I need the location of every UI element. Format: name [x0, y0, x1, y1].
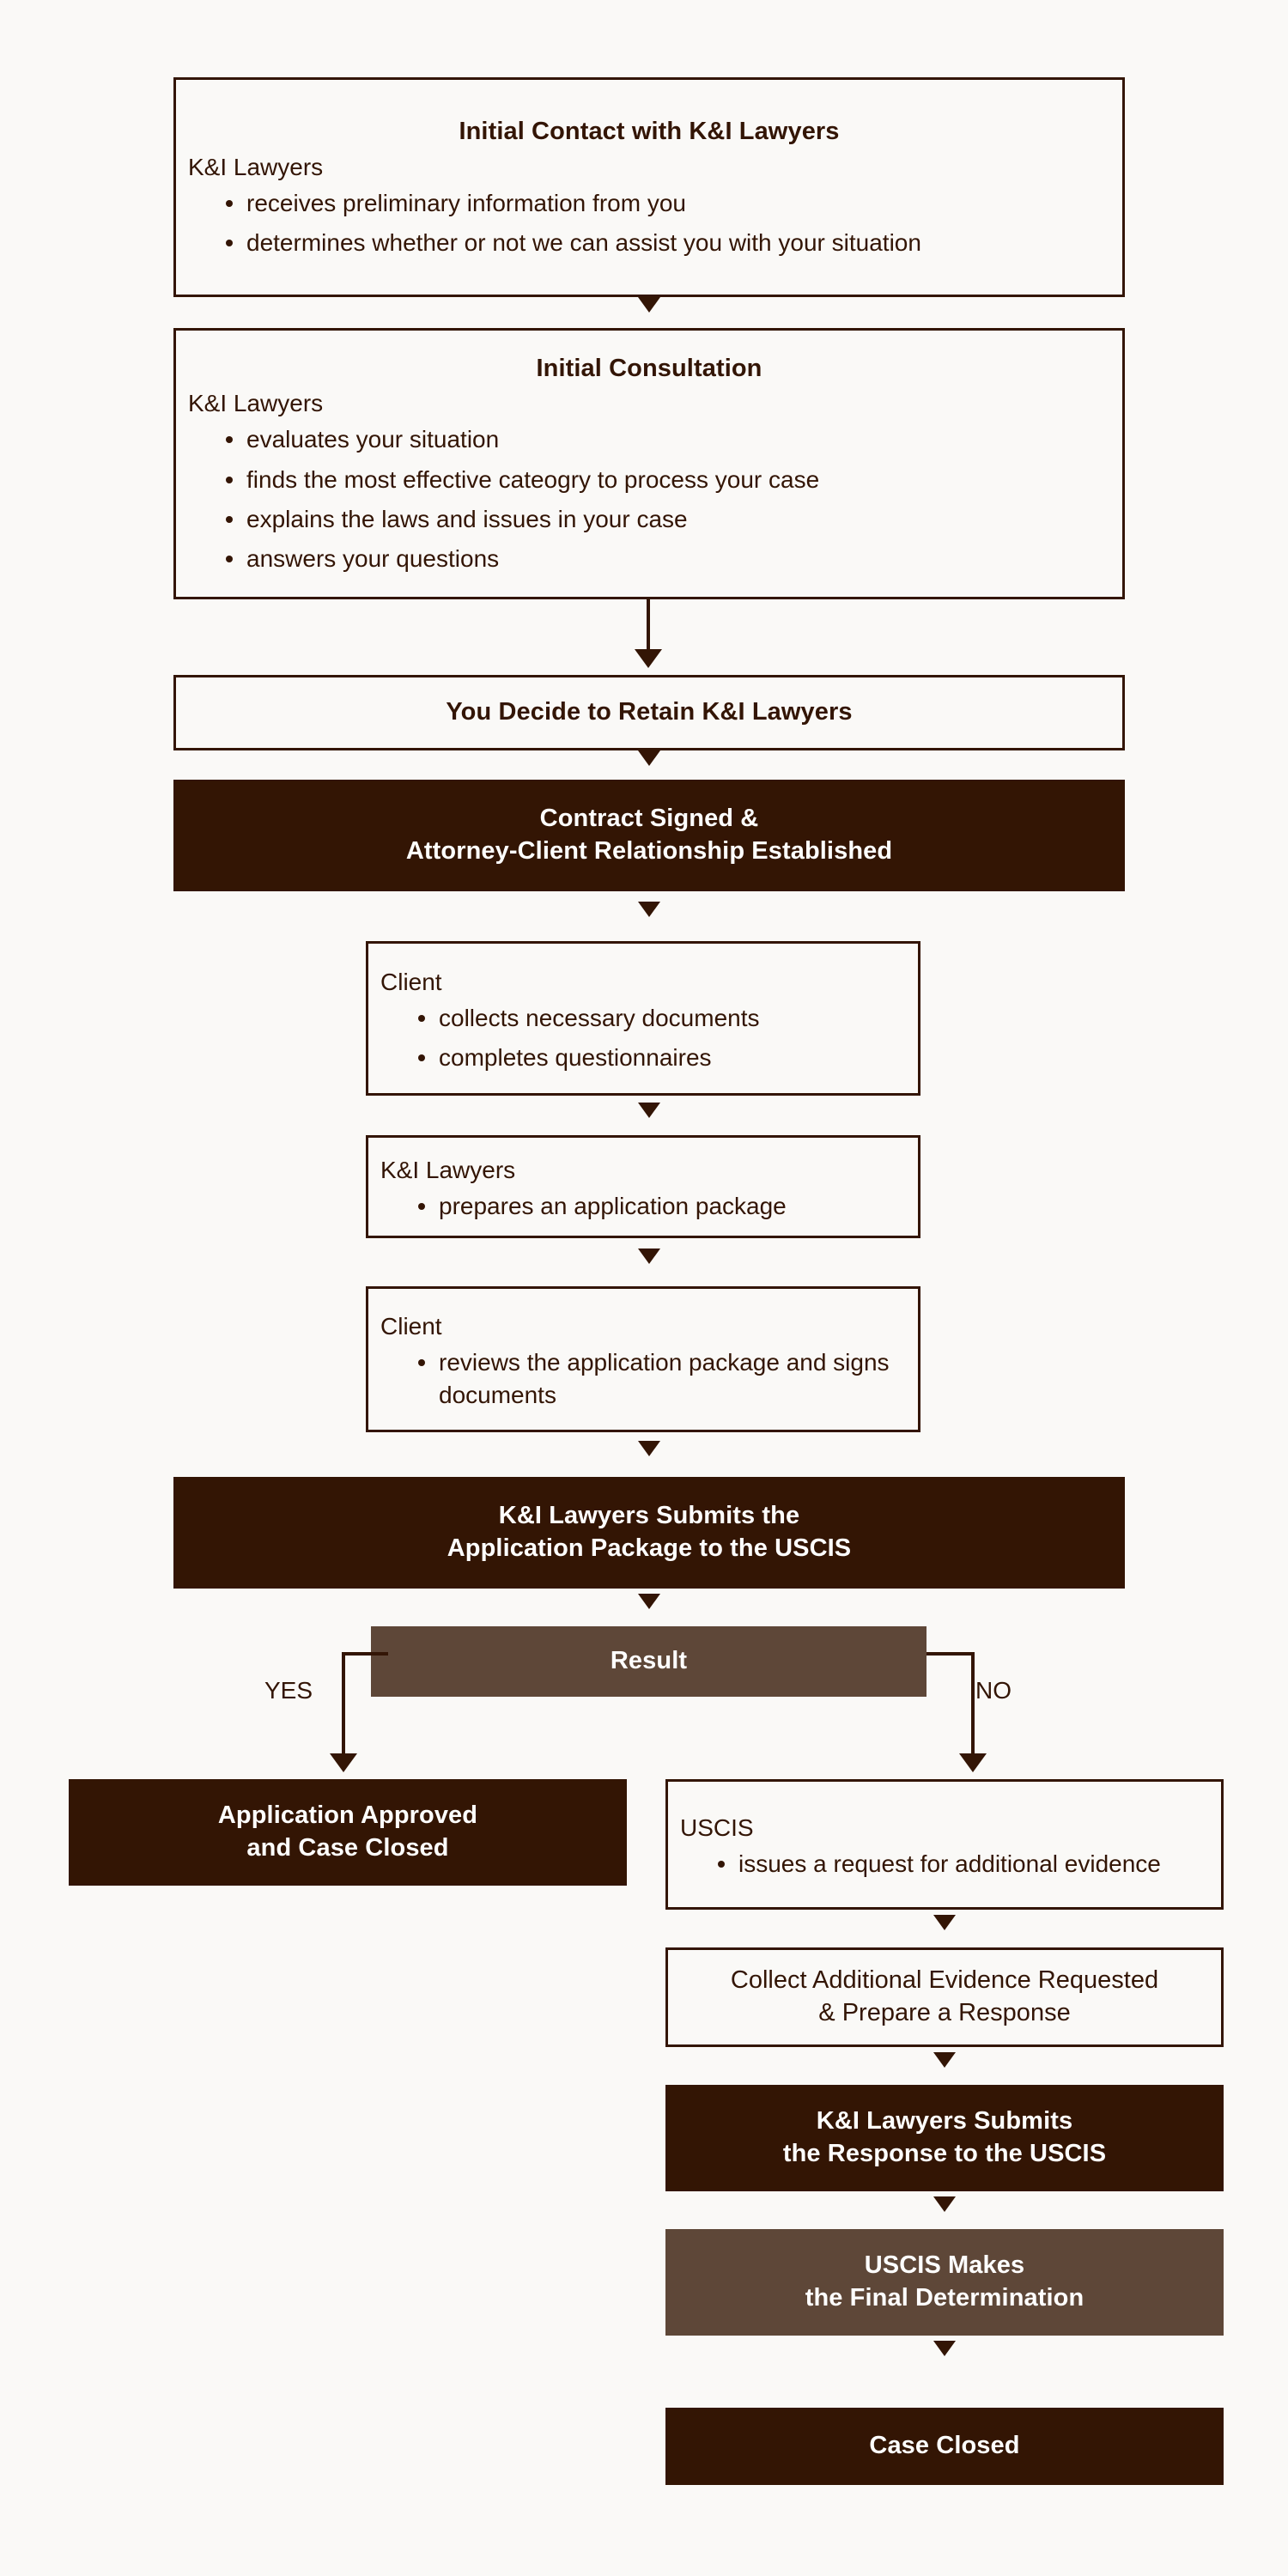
- node-application-approved: Application Approved and Case Closed: [69, 1779, 627, 1886]
- node-client-collects: Client collects necessary documents comp…: [366, 941, 920, 1096]
- connector-response-to-determination: [0, 2191, 1288, 2229]
- connector-line-vertical: [342, 1652, 345, 1759]
- node-retain-decision: You Decide to Retain K&I Lawyers: [173, 675, 1125, 750]
- node-initial-consultation: Initial Consultation K&I Lawyers evaluat…: [173, 328, 1125, 599]
- node-final-determination: USCIS Makes the Final Determination: [665, 2229, 1224, 2336]
- node-title-initial-consultation: Initial Consultation: [536, 354, 762, 382]
- node-actor-client-collects: Client: [380, 968, 442, 995]
- node-title-contract-signed-line2: Attorney-Client Relationship Established: [405, 837, 893, 865]
- branch-label-yes: YES: [264, 1677, 313, 1704]
- list-item: issues a request for additional evidence: [718, 1848, 1221, 1880]
- arrow-down-icon: [933, 2341, 956, 2356]
- bullet-list-client-collects: collects necessary documents completes q…: [368, 1002, 918, 1073]
- arrow-down-icon: [933, 1915, 956, 1930]
- connector-collect-to-submit-response: [0, 2047, 1288, 2085]
- connector-prepares-to-reviews: [0, 1238, 1288, 1286]
- node-uscis-rfe: USCIS issues a request for additional ev…: [665, 1779, 1224, 1910]
- node-title-submits-response-line1: K&I Lawyers Submits: [816, 2107, 1073, 2136]
- node-title-result: Result: [610, 1647, 688, 1675]
- arrow-down-icon: [635, 649, 662, 668]
- node-title-submits-response-line2: the Response to the USCIS: [782, 2140, 1107, 2167]
- node-title-submits-package-line1: K&I Lawyers Submits the: [498, 1502, 800, 1530]
- arrow-down-icon: [959, 1753, 987, 1772]
- node-title-final-determination-line1: USCIS Makes: [864, 2251, 1025, 2280]
- node-actor-uscis-rfe: USCIS: [680, 1814, 754, 1841]
- connector-line-horizontal: [342, 1652, 388, 1656]
- list-item: answers your questions: [226, 543, 1122, 574]
- node-contract-signed: Contract Signed & Attorney-Client Relati…: [173, 780, 1125, 891]
- list-item: finds the most effective cateogry to pro…: [226, 464, 1122, 495]
- node-submits-response: K&I Lawyers Submits the Response to the …: [665, 2085, 1224, 2191]
- node-title-approved-line1: Application Approved: [217, 1801, 478, 1830]
- connector-consultation-to-retain: [0, 599, 1288, 675]
- list-item: prepares an application package: [418, 1190, 918, 1222]
- list-item: evaluates your situation: [226, 423, 1122, 455]
- bullet-list-lawyers-prepare: prepares an application package: [368, 1190, 918, 1222]
- list-item: collects necessary documents: [418, 1002, 918, 1034]
- connector-line-vertical: [971, 1652, 975, 1759]
- list-item: reviews the application package and sign…: [418, 1346, 918, 1410]
- connector-collects-to-prepares: [0, 1096, 1288, 1135]
- node-lawyers-prepare: K&I Lawyers prepares an application pack…: [366, 1135, 920, 1238]
- arrow-down-icon: [330, 1753, 357, 1772]
- node-client-reviews: Client reviews the application package a…: [366, 1286, 920, 1432]
- node-title-retain-decision: You Decide to Retain K&I Lawyers: [446, 698, 853, 726]
- connector-retain-to-contract: [0, 750, 1288, 780]
- connector-result-no: [908, 1652, 1029, 1789]
- arrow-down-icon: [638, 1249, 660, 1264]
- node-actor-initial-consultation: K&I Lawyers: [188, 390, 324, 417]
- bullet-list-client-reviews: reviews the application package and sign…: [368, 1346, 918, 1410]
- bullet-list-initial-contact: receives preliminary information from yo…: [176, 187, 1122, 258]
- node-title-initial-contact: Initial Contact with K&I Lawyers: [459, 117, 840, 145]
- node-actor-initial-contact: K&I Lawyers: [188, 153, 324, 180]
- node-initial-contact: Initial Contact with K&I Lawyers K&I Law…: [173, 77, 1125, 297]
- node-title-approved-line2: and Case Closed: [246, 1834, 449, 1862]
- node-submits-package: K&I Lawyers Submits the Application Pack…: [173, 1477, 1125, 1589]
- branch-label-no: NO: [975, 1677, 1012, 1704]
- list-item: explains the laws and issues in your cas…: [226, 503, 1122, 535]
- node-title-case-closed: Case Closed: [869, 2432, 1020, 2460]
- node-result: Result: [371, 1626, 927, 1697]
- arrow-down-icon: [638, 1103, 660, 1118]
- arrow-down-icon: [638, 297, 660, 313]
- bullet-list-initial-consultation: evaluates your situation finds the most …: [176, 423, 1122, 574]
- node-case-closed: Case Closed: [665, 2408, 1224, 2485]
- arrow-down-icon: [638, 1594, 660, 1609]
- bullet-list-uscis-rfe: issues a request for additional evidence: [668, 1848, 1221, 1880]
- arrow-down-icon: [638, 750, 660, 766]
- node-title-submits-package-line2: Application Package to the USCIS: [447, 1534, 852, 1562]
- arrow-down-icon: [933, 2196, 956, 2212]
- node-text-collect-evidence-line2: & Prepare a Response: [818, 1999, 1071, 2026]
- connector-submit-to-result: [0, 1589, 1288, 1626]
- node-title-contract-signed-line1: Contract Signed &: [539, 805, 759, 833]
- list-item: receives preliminary information from yo…: [226, 187, 1122, 219]
- node-collect-evidence: Collect Additional Evidence Requested & …: [665, 1947, 1224, 2047]
- connector-line: [647, 599, 650, 653]
- list-item: determines whether or not we can assist …: [226, 227, 1122, 258]
- connector-line-horizontal: [927, 1652, 975, 1656]
- connector-determination-to-case-closed: [0, 2336, 1288, 2373]
- connector-result-yes: [326, 1652, 429, 1789]
- connector-rfe-to-collect: [0, 1910, 1288, 1947]
- arrow-down-icon: [638, 902, 660, 917]
- node-actor-lawyers-prepare: K&I Lawyers: [380, 1156, 516, 1183]
- list-item: completes questionnaires: [418, 1042, 918, 1073]
- node-actor-client-reviews: Client: [380, 1313, 442, 1340]
- connector-reviews-to-submit: [0, 1432, 1288, 1477]
- arrow-down-icon: [638, 1441, 660, 1456]
- connector-contract-to-client-collects: [0, 891, 1288, 934]
- arrow-down-icon: [933, 2052, 956, 2068]
- connector-contact-to-consultation: [0, 297, 1288, 328]
- node-title-final-determination-line2: the Final Determination: [805, 2284, 1084, 2312]
- node-text-collect-evidence-line1: Collect Additional Evidence Requested: [730, 1966, 1159, 1995]
